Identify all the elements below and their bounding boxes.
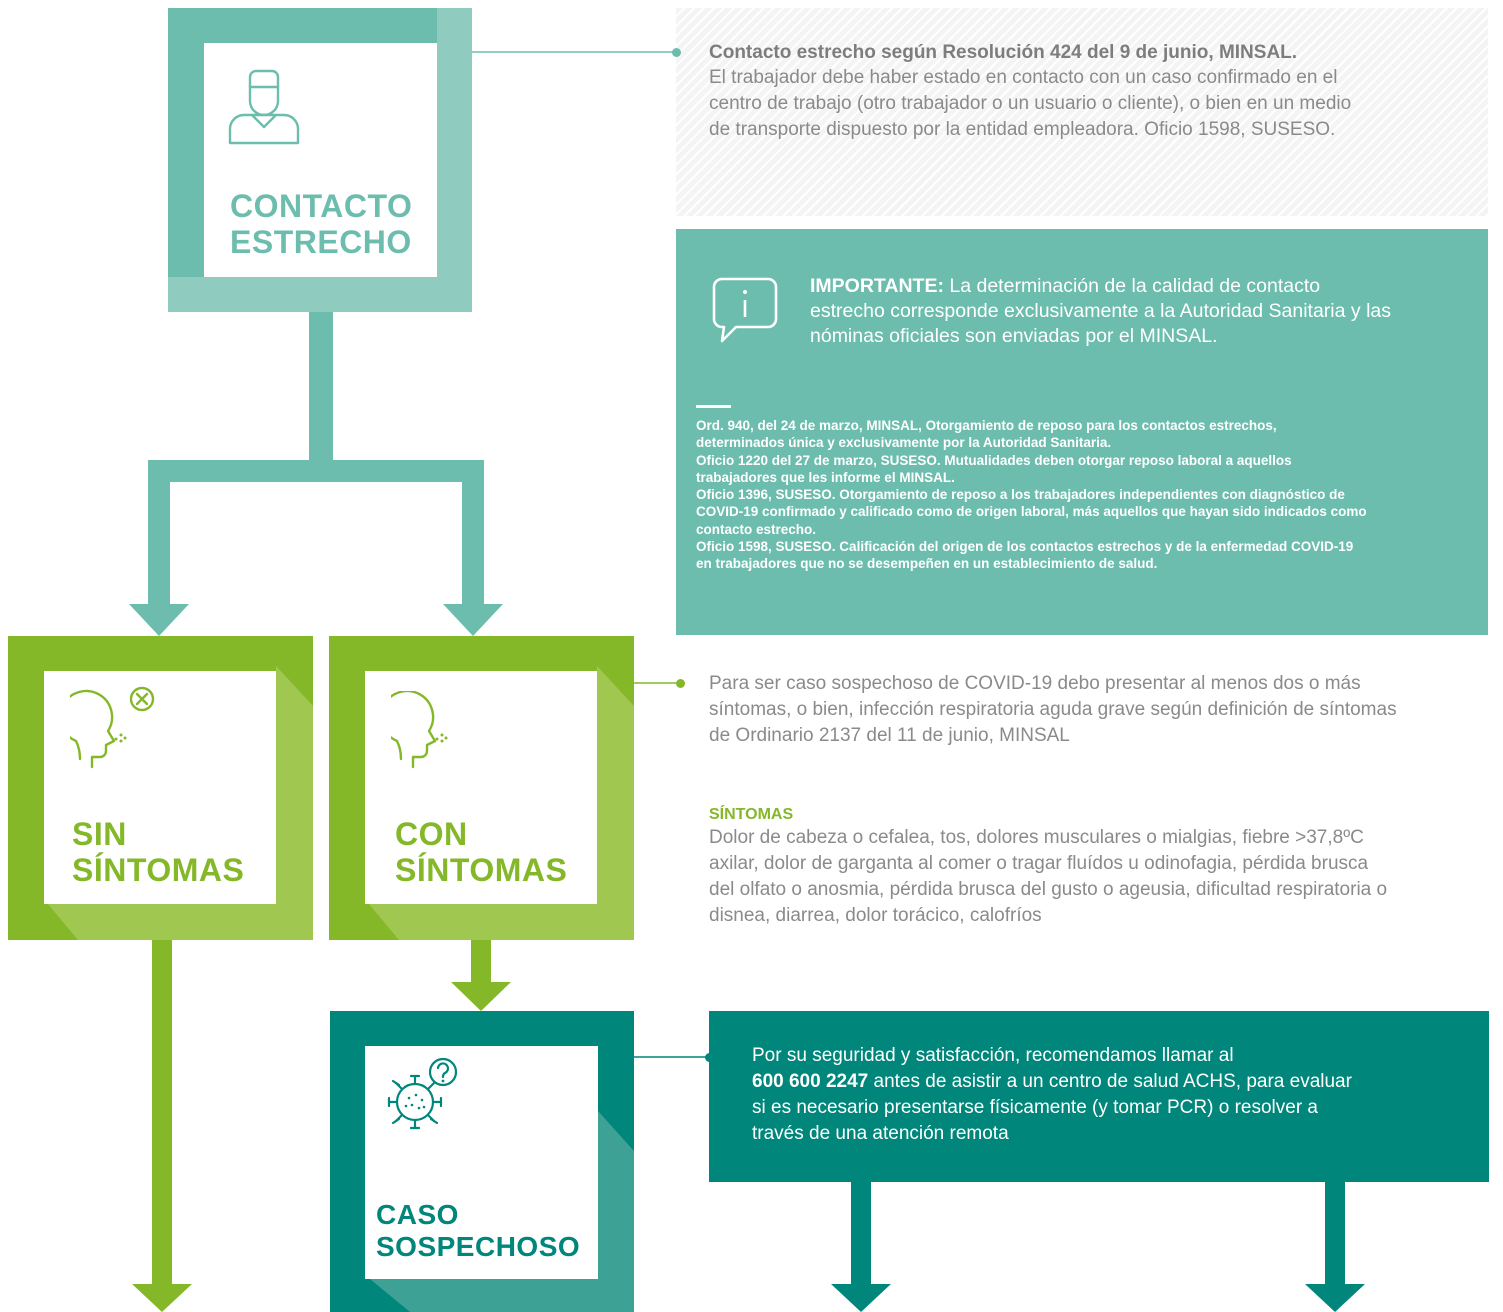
virus-question-icon [379, 1056, 469, 1138]
contacto-note-heading: Contacto estrecho según Resolución 424 d… [709, 42, 1298, 63]
refs-divider [696, 405, 731, 408]
llamar-phone: 600 600 2247 [752, 1071, 869, 1092]
ref-line: trabajadores que les informe el MINSAL. [696, 469, 955, 485]
contacto-title-line2: ESTRECHO [230, 224, 412, 260]
contacto-note-line3: de transporte dispuesto por la entidad e… [709, 119, 1336, 140]
info-bubble-icon [710, 275, 780, 347]
importante-line2: estrecho corresponde exclusivamente a la… [810, 300, 1391, 322]
con-title-line1: CON [395, 816, 468, 852]
contacto-note-line2: centro de trabajo (otro trabajador o un … [709, 93, 1352, 114]
ref-line: determinados única y exclusivamente por … [696, 435, 1112, 451]
ref-line: en trabajadores que no se desempeñen en … [696, 556, 1158, 572]
ref-line: COVID-19 confirmado y calificado como de… [696, 504, 1367, 520]
llamar-line3: si es necesario presentarse físicamente … [752, 1097, 1318, 1118]
sospechoso-note-line3: de Ordinario 2137 del 11 de junio, MINSA… [709, 725, 1070, 746]
arrow-to-sin-head [129, 604, 189, 636]
llamar-panel: Por su seguridad y satisfacción, recomen… [709, 1011, 1489, 1182]
person-icon [226, 65, 302, 145]
ref-line: Oficio 1396, SUSESO. Otorgamiento de rep… [696, 487, 1345, 503]
sin-sintomas-node: SIN SÍNTOMAS [8, 636, 313, 940]
head-symptoms-icon [391, 691, 471, 773]
arrow-to-caso-shaft [471, 938, 491, 984]
contacto-note-panel [676, 8, 1488, 216]
contacto-stem [309, 312, 333, 460]
importante-line3: nóminas oficiales son enviadas por el MI… [810, 325, 1218, 347]
sintomas-line1: Dolor de cabeza o cefalea, tos, dolores … [709, 827, 1364, 848]
sintomas-line2: axilar, dolor de garganta al comer o tra… [709, 853, 1369, 874]
arrow-llamar-left-shaft [851, 1182, 871, 1286]
importante-label: IMPORTANTE: [810, 275, 944, 297]
arrow-sin-down-shaft [152, 938, 172, 1286]
arrow-to-sin-shaft [148, 460, 170, 606]
caso-title-line1: CASO [376, 1199, 459, 1230]
arrow-sin-down-head [132, 1284, 192, 1312]
llamar-line4: través de una atención remota [752, 1123, 1009, 1144]
contacto-estrecho-node: CONTACTO ESTRECHO [168, 8, 472, 312]
sospechoso-note-dot [676, 679, 685, 688]
llamar-line2: 600 600 2247 antes de asistir a un centr… [752, 1070, 1352, 1094]
llamar-line2-rest: antes de asistir a un centro de salud AC… [868, 1071, 1352, 1092]
sospechoso-note-line1: Para ser caso sospechoso de COVID-19 deb… [709, 673, 1361, 694]
caso-sospechoso-node: CASO SOSPECHOSO [330, 1011, 634, 1312]
importante-line1: IMPORTANTE: La determinación de la calid… [810, 274, 1480, 299]
arrow-to-caso-head [451, 982, 511, 1011]
contacto-note-line1: El trabajador debe haber estado en conta… [709, 67, 1338, 88]
sintomas-line3: del olfato o anosmia, pérdida brusca del… [709, 879, 1388, 900]
importante-panel: IMPORTANTE: La determinación de la calid… [676, 229, 1488, 635]
llamar-line1: Por su seguridad y satisfacción, recomen… [752, 1045, 1234, 1066]
arrow-llamar-left-head [831, 1284, 891, 1312]
llamar-dot [705, 1053, 714, 1062]
ref-line: Ord. 940, del 24 de marzo, MINSAL, Otorg… [696, 418, 1277, 433]
sin-title-line2: SÍNTOMAS [72, 852, 245, 888]
ref-line: contacto estrecho. [696, 521, 817, 537]
sin-title-line1: SIN [72, 816, 127, 852]
contacto-estrecho-card: CONTACTO ESTRECHO [204, 43, 437, 277]
caso-sospechoso-card: CASO SOSPECHOSO [365, 1046, 598, 1279]
arrow-to-con-shaft [462, 460, 484, 606]
con-sintomas-node: CON SÍNTOMAS [329, 636, 634, 940]
refs-list: Ord. 940, del 24 de marzo, MINSAL, Otorg… [696, 417, 1476, 573]
arrow-to-con-head [443, 604, 503, 636]
contacto-title-line1: CONTACTO [230, 188, 413, 224]
arrow-llamar-right-head [1305, 1284, 1365, 1312]
con-title-line2: SÍNTOMAS [395, 852, 568, 888]
head-no-symptoms-icon [70, 683, 170, 773]
sin-sintomas-card: SIN SÍNTOMAS [44, 671, 276, 904]
arrow-llamar-right-shaft [1325, 1182, 1345, 1286]
ref-line: Oficio 1220 del 27 de marzo, SUSESO. Mut… [696, 452, 1292, 468]
importante-line1-text: La determinación de la calidad de contac… [943, 275, 1321, 297]
sospechoso-note-line2: síntomas, o bien, infección respiratoria… [709, 699, 1397, 720]
contacto-note-dot [672, 48, 681, 57]
sintomas-line4: disnea, diarrea, dolor torácico, calofrí… [709, 905, 1042, 926]
ref-line: Oficio 1598, SUSESO. Calificación del or… [696, 539, 1354, 555]
sintomas-heading: SÍNTOMAS [709, 806, 794, 823]
contacto-split-bar [148, 460, 484, 482]
con-sintomas-card: CON SÍNTOMAS [365, 671, 597, 904]
caso-title-line2: SOSPECHOSO [376, 1231, 581, 1262]
